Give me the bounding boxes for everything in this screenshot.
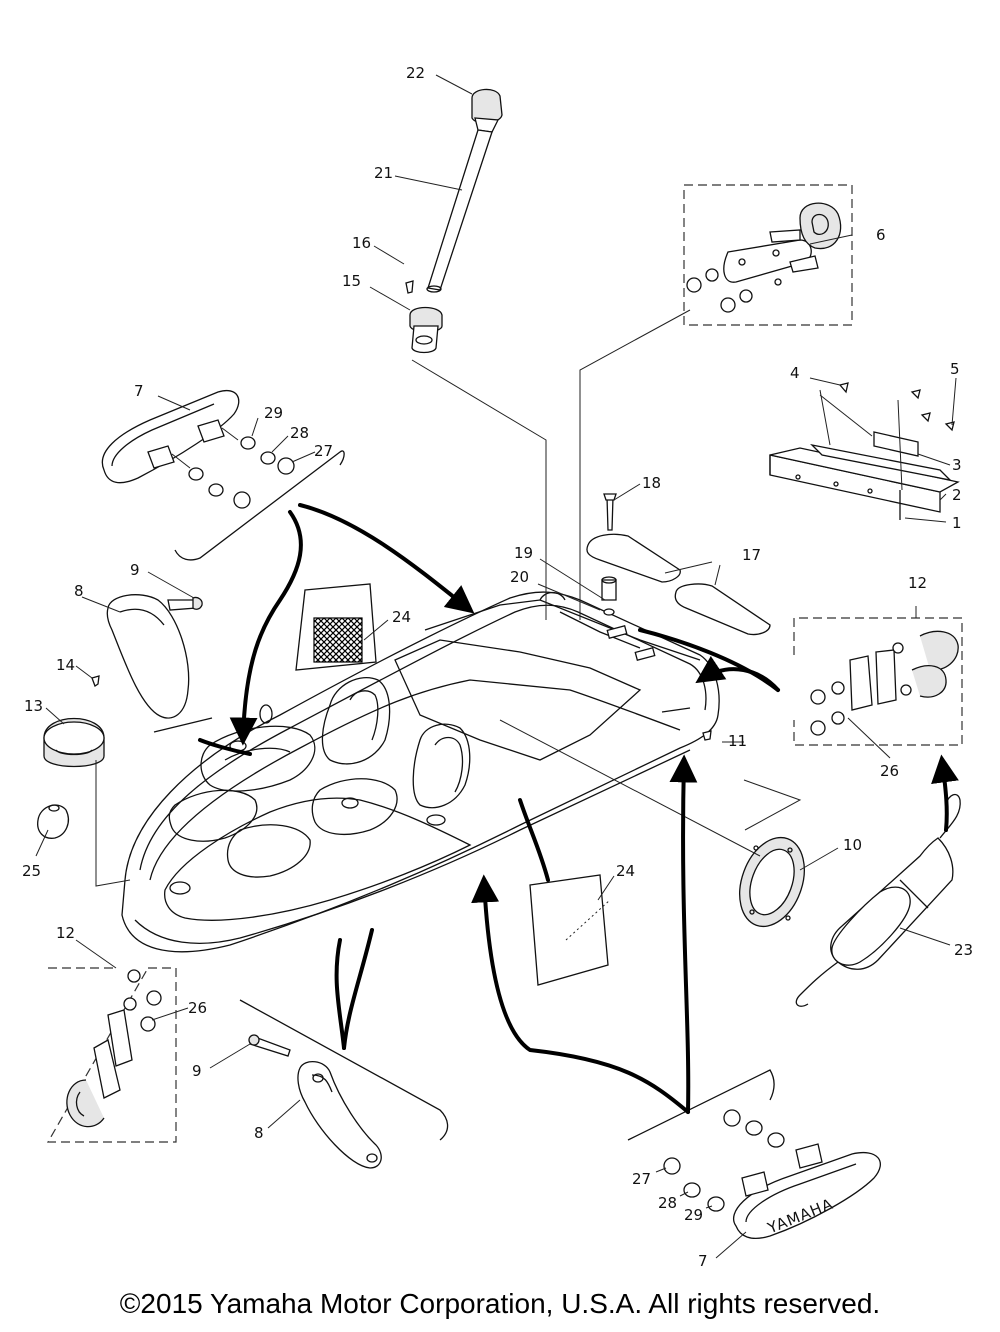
part-label-14: 14 <box>56 656 75 674</box>
part-label-22: 22 <box>406 64 425 82</box>
part-label-12-right: 12 <box>908 574 927 592</box>
part-label-26-right: 26 <box>880 762 899 780</box>
part-label-28-top: 28 <box>290 424 309 442</box>
part-label-2: 2 <box>952 486 962 504</box>
assembly-arrows <box>198 503 959 1114</box>
part-label-24-bottom: 24 <box>616 862 635 880</box>
part-label-7-bottom: 7 <box>698 1252 708 1270</box>
part-label-8-top: 8 <box>74 582 84 600</box>
part-label-28-bottom: 28 <box>658 1194 677 1212</box>
tow-eye-left <box>46 967 177 1143</box>
tow-eye-right <box>793 617 963 746</box>
part-label-5: 5 <box>950 360 960 378</box>
grab-handle-bottom: YAMAHA <box>663 1109 881 1240</box>
part-label-26-left: 26 <box>188 999 207 1017</box>
copyright-notice: ©2015 Yamaha Motor Corporation, U.S.A. A… <box>119 1288 881 1319</box>
part-label-27-top: 27 <box>314 442 333 460</box>
rail-assembly <box>769 382 960 520</box>
bumper-bottom <box>248 1034 382 1169</box>
part-label-29-bottom: 29 <box>684 1206 703 1224</box>
ski-tow-assembly <box>683 184 853 326</box>
part-label-27-bottom: 27 <box>632 1170 651 1188</box>
flag-pole-assembly <box>405 88 503 354</box>
part-label-21: 21 <box>374 164 393 182</box>
part-label-9-top: 9 <box>130 561 140 579</box>
part-label-4: 4 <box>790 364 800 382</box>
part-label-23: 23 <box>954 941 973 959</box>
part-label-11: 11 <box>728 732 747 750</box>
part-label-12-left: 12 <box>56 924 75 942</box>
part-label-18: 18 <box>642 474 661 492</box>
bumper-top <box>106 594 203 719</box>
part-label-3: 3 <box>952 456 962 474</box>
horn-and-caps <box>37 675 105 839</box>
mesh-decal <box>295 583 611 986</box>
part-label-24-top: 24 <box>392 608 411 626</box>
tie-down-strap <box>795 793 961 1007</box>
leader-lines <box>35 74 957 1259</box>
boat-hull <box>121 591 720 953</box>
part-label-15: 15 <box>342 272 361 290</box>
deck-plate <box>702 730 805 928</box>
cushion-panels <box>153 450 775 1141</box>
part-label-1: 1 <box>952 514 962 532</box>
part-label-17: 17 <box>742 546 761 564</box>
part-label-7-top: 7 <box>134 382 144 400</box>
part-label-20: 20 <box>510 568 529 586</box>
cover-assembly <box>586 493 771 636</box>
grab-handle-top <box>101 389 295 509</box>
part-label-13: 13 <box>24 697 43 715</box>
part-label-29-top: 29 <box>264 404 283 422</box>
part-label-19: 19 <box>514 544 533 562</box>
part-label-16: 16 <box>352 234 371 252</box>
part-label-25: 25 <box>22 862 41 880</box>
part-label-10: 10 <box>843 836 862 854</box>
part-label-8-bottom: 8 <box>254 1124 264 1142</box>
part-labels: 1 2 3 4 5 6 7 7 8 8 9 9 10 11 12 12 13 1… <box>22 64 973 1270</box>
part-label-6: 6 <box>876 226 886 244</box>
part-label-9-bottom: 9 <box>192 1062 202 1080</box>
